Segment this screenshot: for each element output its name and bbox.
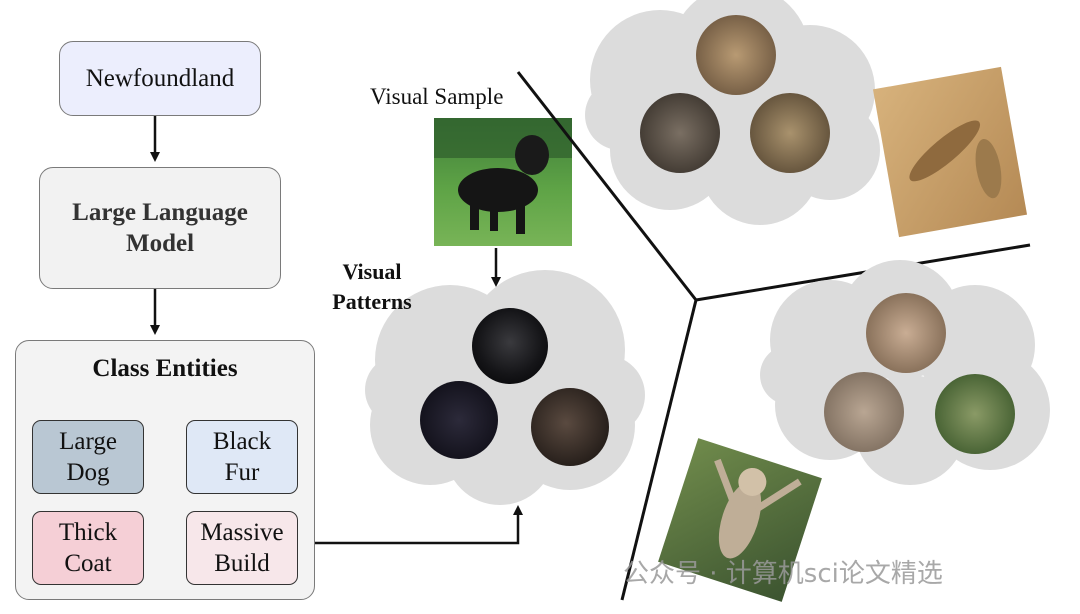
visual-sample-photo [434, 118, 572, 246]
newfoundland-node: Newfoundland [59, 41, 261, 116]
pattern-patch-sloth-body [935, 374, 1015, 454]
visual-sample-label: Visual Sample [370, 84, 504, 109]
llm-label-line2: Model [125, 230, 195, 257]
class-entities-title: Class Entities [92, 355, 238, 382]
entity-chip-line1: Black [212, 427, 272, 455]
llm-node: Large Language Model [39, 167, 281, 289]
divider-line-bottom [620, 299, 698, 601]
visual-patterns-line2: Patterns [332, 288, 412, 314]
entity-chip-line2: Dog [66, 459, 110, 486]
entity-chip-line2: Build [214, 550, 270, 577]
pattern-patch-meerkat-head [696, 15, 776, 95]
meerkat-photo [872, 66, 1028, 238]
pattern-patch-sloth-face [866, 293, 946, 373]
entity-chip-line1: Massive [200, 518, 284, 546]
visual-patterns-line1: Visual [342, 259, 402, 284]
arrow-entities-to-patterns [315, 505, 523, 545]
pattern-patch-meerkat-eyes [750, 93, 830, 173]
entity-chip-line2: Coat [64, 550, 112, 577]
entity-chip-line1: Large [59, 427, 117, 455]
divider-line-right [695, 243, 1031, 302]
pattern-patch-dog-face [472, 308, 548, 384]
pattern-patch-meerkat-nose [640, 93, 720, 173]
visual-patterns-label: Visual Patterns [322, 257, 422, 316]
watermark-text: 公众号 · 计算机sci论文精选 [623, 559, 943, 589]
sloth-photo [658, 438, 822, 602]
entity-chip-line2: Fur [224, 459, 260, 486]
divider-line-upper-left [516, 71, 698, 301]
llm-label-line1: Large Language [72, 198, 248, 226]
entity-chip-line1: Thick [58, 518, 118, 546]
pattern-patch-sloth-fur [824, 372, 904, 452]
pattern-patch-dog-fur [420, 381, 498, 459]
pattern-patch-dog-coat [531, 388, 609, 466]
newfoundland-label: Newfoundland [85, 64, 235, 92]
